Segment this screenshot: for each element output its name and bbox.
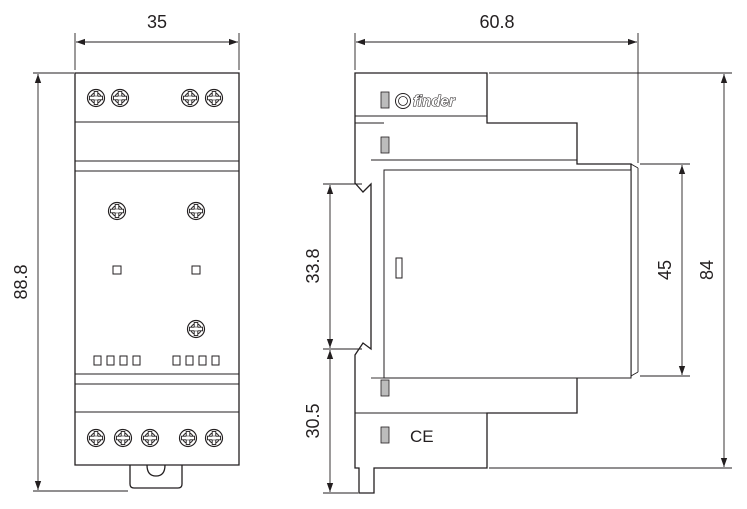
dimension-label: 30.5 bbox=[303, 403, 323, 438]
potentiometer-icon bbox=[186, 201, 206, 221]
dimension-label: 35 bbox=[147, 12, 167, 32]
dimension-side-width: 60.8 bbox=[354, 12, 639, 163]
dip-switches bbox=[93, 355, 220, 366]
ce-mark: CE bbox=[410, 427, 434, 446]
dimension-label: 45 bbox=[655, 260, 675, 280]
din-rail-clip bbox=[129, 464, 183, 489]
top-terminal-screws bbox=[86, 88, 224, 108]
terminal-slot bbox=[380, 136, 390, 154]
housing-outline bbox=[354, 72, 632, 494]
terminal-screw-icon bbox=[178, 428, 198, 448]
potentiometer-icon bbox=[186, 319, 206, 339]
adjustment-potentiometers bbox=[107, 201, 206, 339]
finder-logo: finder bbox=[395, 92, 456, 111]
dimension-front-height: 88.8 bbox=[11, 72, 128, 492]
terminal-screw-icon bbox=[180, 88, 200, 108]
dimension-label: 88.8 bbox=[11, 264, 31, 299]
terminal-screw-icon bbox=[204, 428, 224, 448]
terminal-slot bbox=[380, 91, 390, 109]
indicator-led bbox=[112, 265, 122, 275]
terminal-screw-icon bbox=[113, 428, 133, 448]
dimension-side-height: 84 bbox=[489, 72, 732, 469]
front-view bbox=[74, 72, 240, 489]
side-view: finder CE bbox=[354, 72, 639, 494]
dimension-label: 84 bbox=[697, 260, 717, 280]
potentiometer-icon bbox=[107, 201, 127, 221]
front-cover bbox=[383, 169, 632, 379]
dimension-front-width: 35 bbox=[74, 12, 240, 70]
terminal-screw-icon bbox=[204, 88, 224, 108]
dimension-cover-height: 45 bbox=[640, 163, 690, 377]
cover-latch bbox=[395, 257, 403, 279]
dimension-rail-offsets: 33.8 30.5 bbox=[303, 183, 362, 494]
terminal-slot bbox=[380, 426, 390, 444]
terminal-screw-icon bbox=[86, 428, 106, 448]
terminal-screw-icon bbox=[140, 428, 160, 448]
indicator-led bbox=[191, 265, 201, 275]
terminal-slot bbox=[380, 379, 390, 397]
dimension-label: 60.8 bbox=[479, 12, 514, 32]
terminal-screw-icon bbox=[110, 88, 130, 108]
dimension-label: 33.8 bbox=[303, 248, 323, 283]
bottom-terminal-screws bbox=[86, 428, 224, 448]
brand-name: finder bbox=[413, 93, 456, 110]
terminal-screw-icon bbox=[86, 88, 106, 108]
